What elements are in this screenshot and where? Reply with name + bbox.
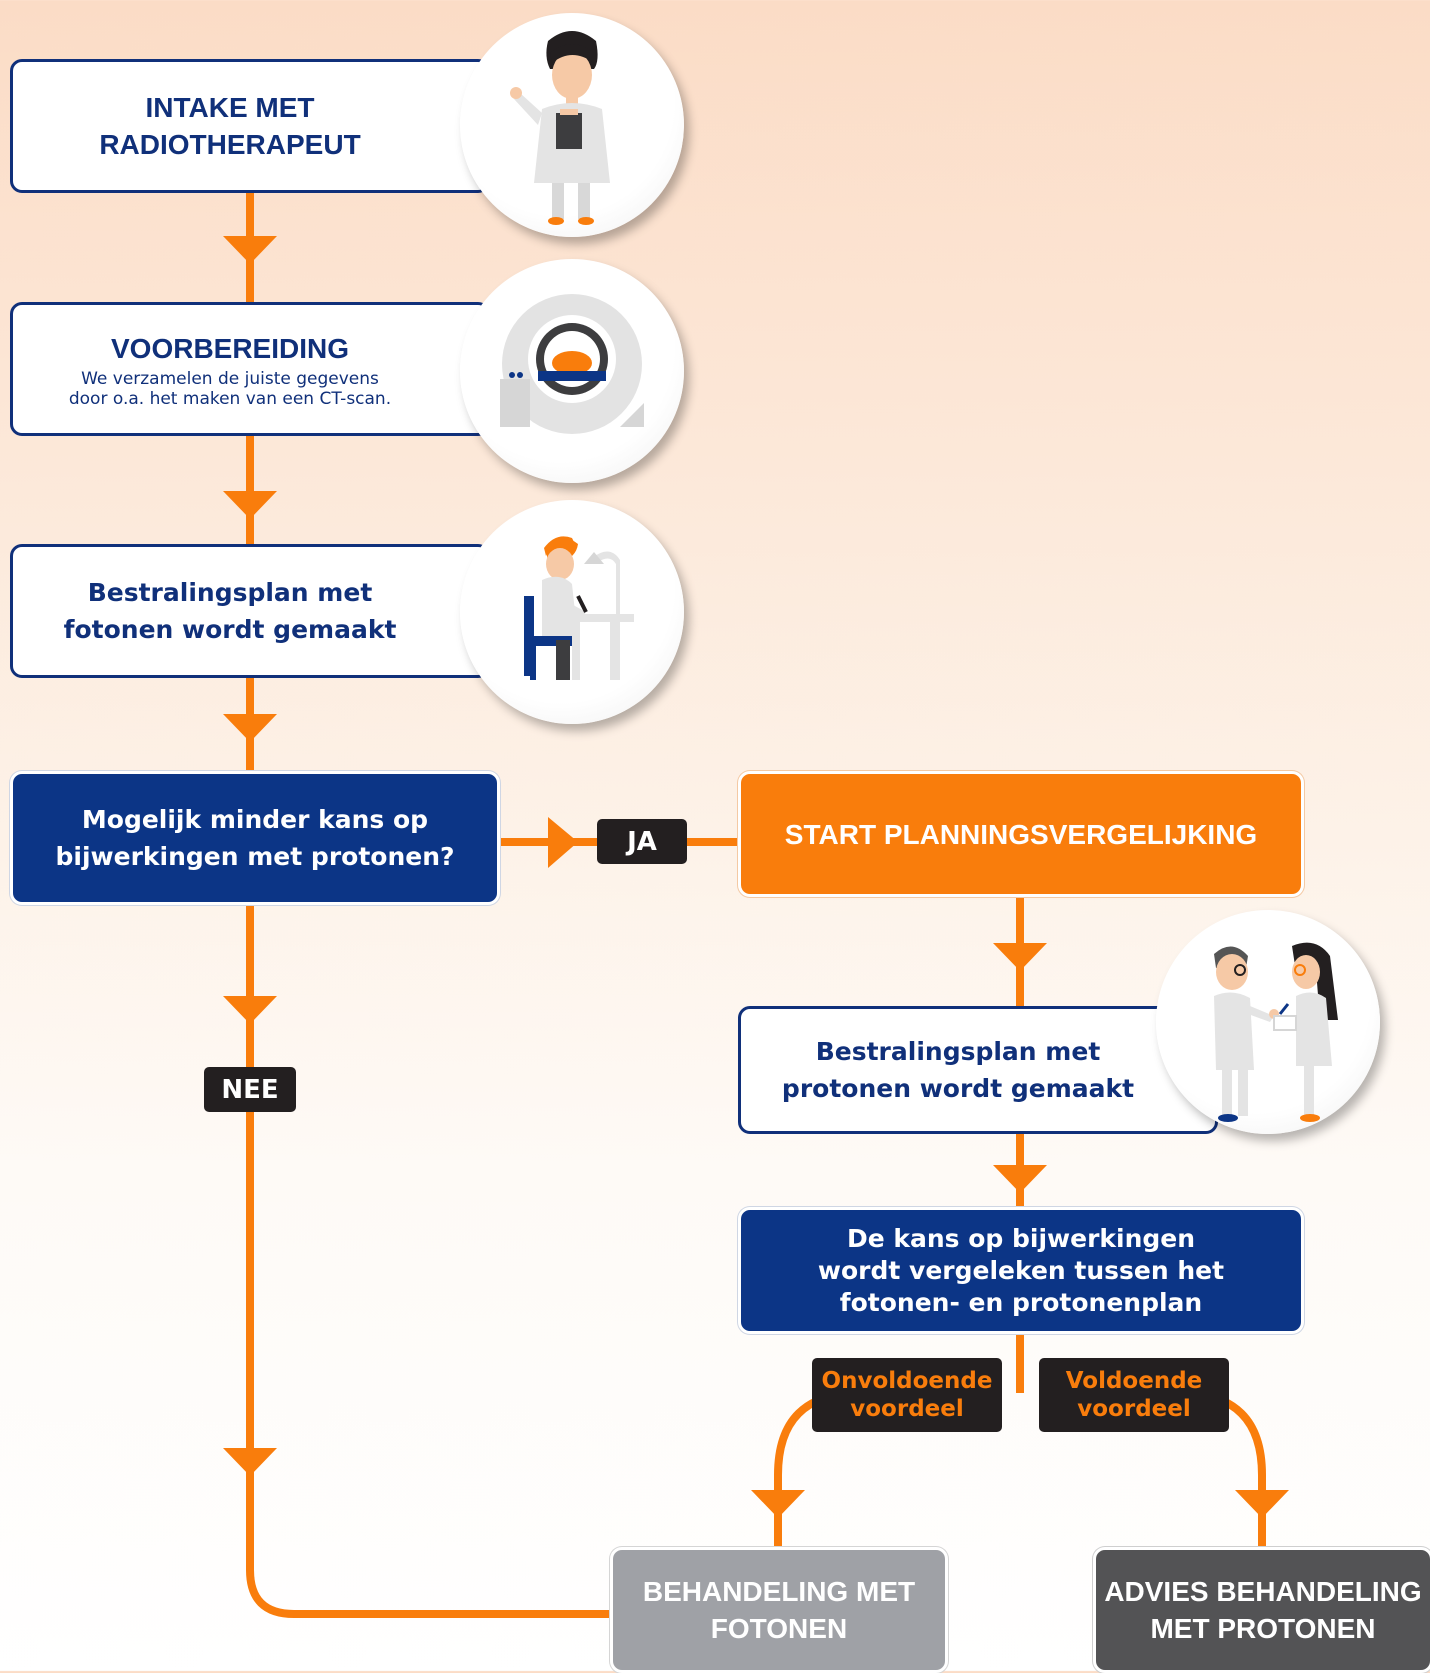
- tag-nee: NEE: [204, 1067, 296, 1112]
- step-fotonen-plan-line2: fotonen wordt gemaakt: [63, 615, 397, 644]
- arrow-down-icon: [223, 236, 277, 264]
- step-start-planningsvergelijking: START PLANNINGSVERGELIJKING: [738, 771, 1304, 897]
- doctor-clipboard-icon: [460, 13, 684, 237]
- outcome-advies-protonen: ADVIES BEHANDELING MET PROTONEN: [1093, 1547, 1430, 1673]
- decision-question-line1: Mogelijk minder kans op: [81, 805, 429, 834]
- step-intake: INTAKE MET RADIOTHERAPEUT: [10, 59, 490, 193]
- tag-voldoende-voordeel: Voldoende voordeel: [1039, 1358, 1229, 1432]
- step-compare-line1: De kans op bijwerkingen: [846, 1223, 1196, 1253]
- outcome-protonen-line1: ADVIES BEHANDELING: [1104, 1576, 1422, 1607]
- step-intake-line2: RADIOTHERAPEUT: [99, 129, 361, 160]
- tag-voldoende-line2: voordeel: [1077, 1396, 1191, 1422]
- connector-line: [246, 904, 612, 1618]
- tag-voldoende-line1: Voldoende: [1065, 1368, 1203, 1394]
- step-intake-line1: INTAKE MET: [145, 92, 315, 123]
- outcome-fotonen-line1: BEHANDELING MET: [642, 1576, 916, 1607]
- step-voorbereiding-sub2: door o.a. het maken van een CT-scan.: [68, 388, 392, 409]
- arrow-down-icon: [223, 491, 277, 519]
- step-compare-line2: wordt vergeleken tussen het: [817, 1255, 1225, 1285]
- planner-at-desk-icon: [460, 500, 684, 724]
- step-protonen-plan: Bestralingsplan met protonen wordt gemaa…: [738, 1006, 1218, 1134]
- decision-question-line2: bijwerkingen met protonen?: [55, 842, 455, 871]
- step-fotonen-plan-line1: Bestralingsplan met: [87, 578, 373, 607]
- step-compare: De kans op bijwerkingen wordt vergeleken…: [738, 1207, 1304, 1334]
- arrow-down-icon: [223, 714, 277, 742]
- arrow-down-icon: [993, 1165, 1047, 1193]
- outcome-protonen-line2: MET PROTONEN: [1150, 1613, 1376, 1644]
- arrow-right-icon: [548, 817, 578, 868]
- step-start-label: START PLANNINGSVERGELIJKING: [784, 818, 1258, 850]
- arrow-down-icon: [993, 943, 1047, 971]
- decision-question: Mogelijk minder kans op bijwerkingen met…: [10, 771, 500, 905]
- arrow-down-icon: [1235, 1490, 1289, 1518]
- step-voorbereiding: VOORBEREIDING We verzamelen de juiste ge…: [10, 302, 490, 436]
- tag-onvoldoende-line2: voordeel: [850, 1396, 964, 1422]
- step-protonen-plan-line2: protonen wordt gemaakt: [781, 1074, 1135, 1103]
- step-compare-line3: fotonen- en protonenplan: [839, 1287, 1203, 1317]
- step-protonen-plan-line1: Bestralingsplan met: [815, 1037, 1101, 1066]
- step-voorbereiding-title: VOORBEREIDING: [110, 332, 350, 364]
- arrow-down-icon: [223, 1448, 277, 1476]
- ct-scanner-icon: [460, 259, 684, 483]
- step-fotonen-plan: Bestralingsplan met fotonen wordt gemaak…: [10, 544, 490, 678]
- tag-onvoldoende-line1: Onvoldoende: [821, 1368, 993, 1394]
- arrow-down-icon: [223, 996, 277, 1024]
- tag-onvoldoende-voordeel: Onvoldoende voordeel: [812, 1358, 1002, 1432]
- tag-ja: JA: [597, 819, 687, 864]
- outcome-fotonen-line2: FOTONEN: [710, 1613, 848, 1644]
- arrow-down-icon: [751, 1490, 805, 1518]
- two-doctors-discussing-icon: [1156, 910, 1380, 1134]
- step-voorbereiding-sub1: We verzamelen de juiste gegevens: [81, 368, 379, 389]
- outcome-behandeling-fotonen: BEHANDELING MET FOTONEN: [610, 1547, 948, 1673]
